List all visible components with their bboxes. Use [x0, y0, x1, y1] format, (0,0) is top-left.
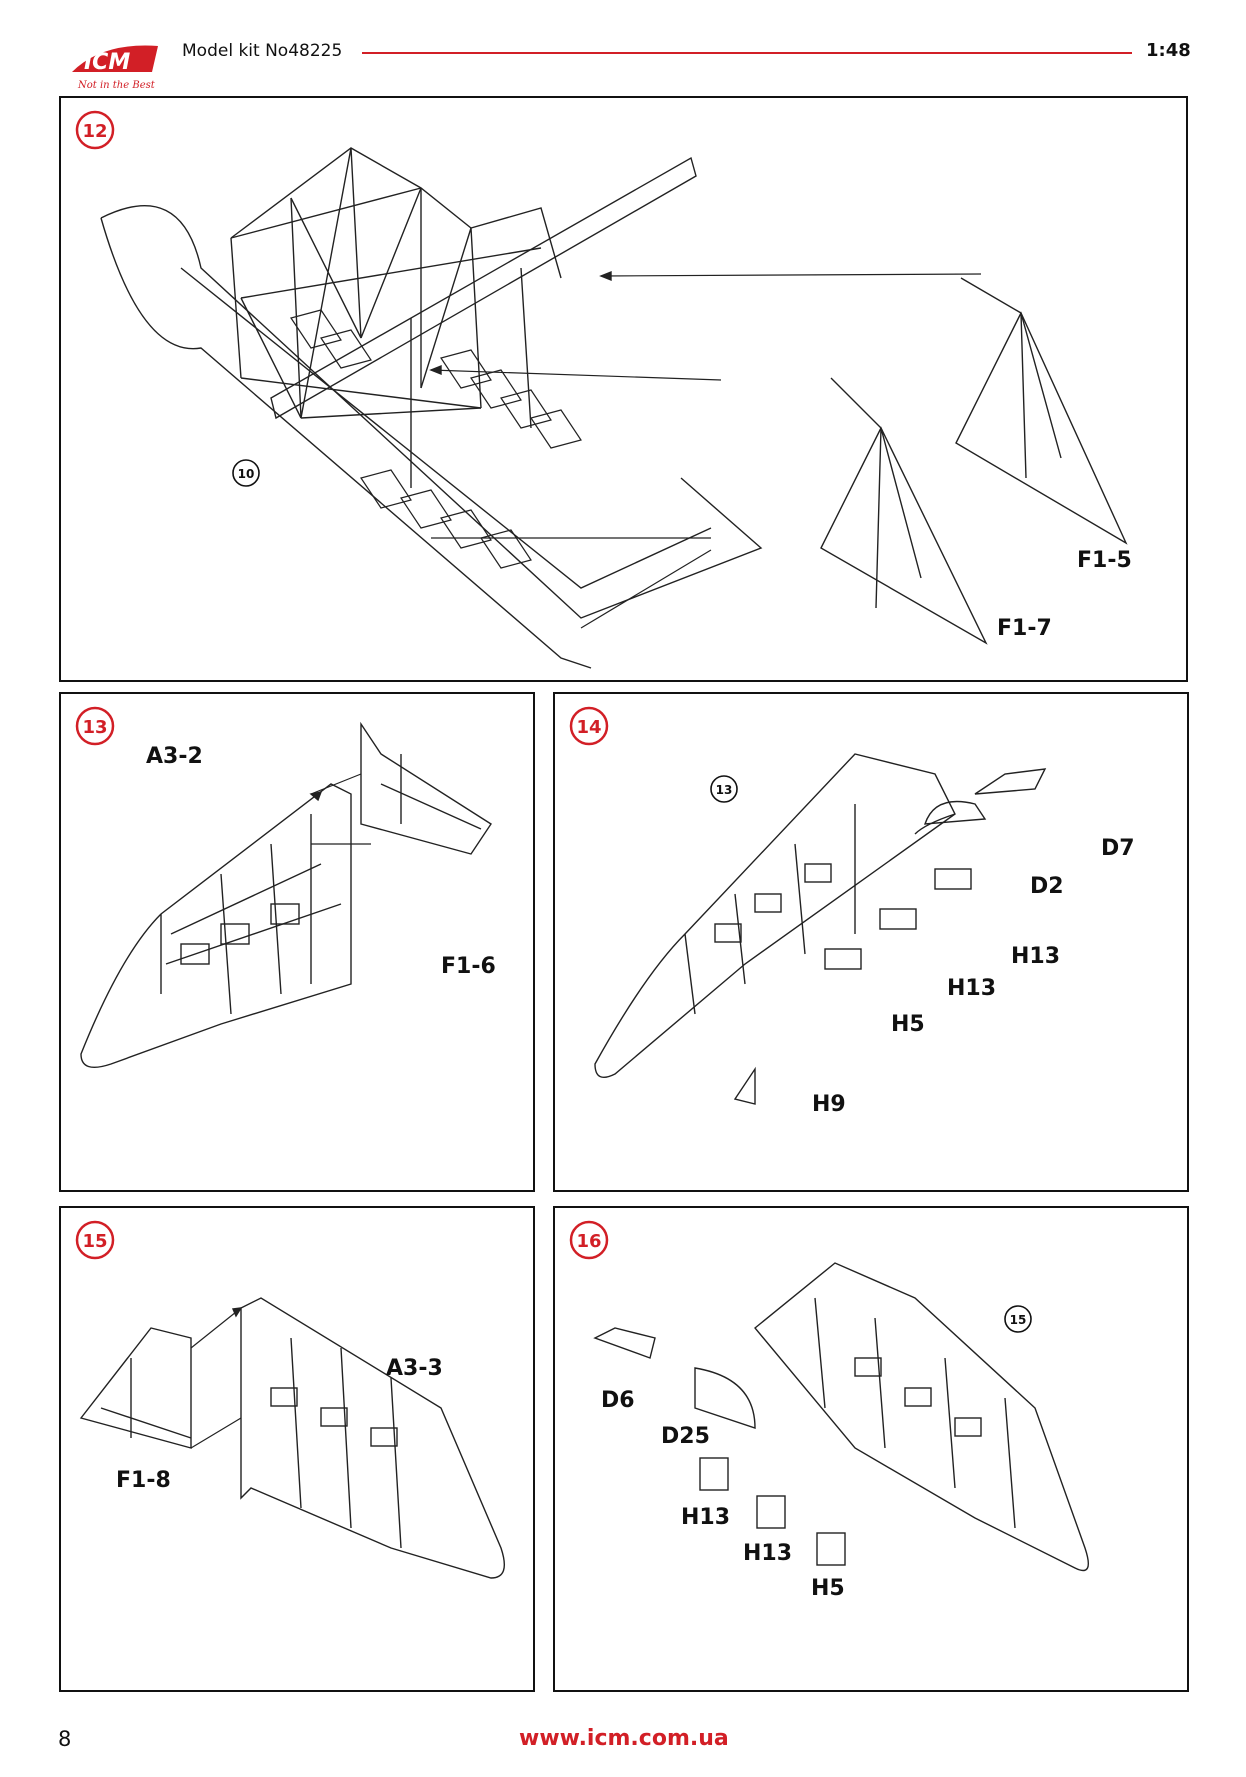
part-label: D2: [1030, 874, 1064, 899]
scale-label: 1:48: [1146, 40, 1191, 61]
part-label: H13: [681, 1505, 731, 1530]
svg-text:Not in the Best: Not in the Best: [77, 80, 156, 91]
subassembly-ref-badge: 13: [710, 775, 738, 803]
step-badge: 16: [569, 1220, 609, 1260]
step-13-panel: 13 A3-2 F1-6: [59, 692, 535, 1192]
step-15-panel: 15 A3-3 F1-8: [59, 1206, 535, 1692]
step-16-panel: 16 15 D6 D25 H13 H13 H5: [553, 1206, 1189, 1692]
part-label: H5: [811, 1576, 845, 1601]
kit-title: Model kit No48225: [182, 41, 343, 61]
fuselage-side-windows-drawing: [594, 753, 1047, 1105]
part-label: A3-2: [146, 744, 203, 769]
svg-text:14: 14: [576, 717, 601, 738]
part-label: H5: [891, 1012, 925, 1037]
step-14-panel: 14 13 D7 D2 H13 H13 H5 H9: [553, 692, 1189, 1192]
part-label: D25: [661, 1424, 710, 1449]
svg-text:15: 15: [82, 1231, 107, 1252]
website-link[interactable]: www.icm.com.ua: [519, 1726, 729, 1751]
svg-text:13: 13: [716, 783, 733, 797]
part-label: A3-3: [386, 1356, 443, 1381]
part-label: D6: [601, 1388, 635, 1413]
step-badge: 13: [75, 706, 115, 746]
part-label: D7: [1101, 836, 1135, 861]
svg-text:13: 13: [82, 717, 107, 738]
fuselage-side-final-drawing: [593, 1262, 1089, 1572]
part-label: H13: [947, 976, 997, 1001]
step-badge: 15: [75, 1220, 115, 1260]
step-badge: 12: [75, 110, 115, 150]
part-label: F1-6: [441, 954, 496, 979]
svg-text:10: 10: [238, 467, 255, 481]
subassembly-ref-badge: 10: [232, 459, 260, 487]
part-label: H9: [812, 1092, 846, 1117]
step-12-panel: 12 1: [59, 96, 1188, 682]
step-number: 12: [82, 121, 107, 142]
subassembly-ref-badge: 15: [1004, 1305, 1032, 1333]
part-label: H13: [743, 1541, 793, 1566]
fuselage-frame-drawing: [100, 147, 1128, 669]
page-header: ICM Not in the Best Model kit No48225 1:…: [0, 0, 1246, 100]
svg-text:15: 15: [1010, 1313, 1027, 1327]
part-label: H13: [1011, 944, 1061, 969]
header-rule: [362, 52, 1132, 54]
step-badge: 14: [569, 706, 609, 746]
part-label: F1-5: [1077, 548, 1132, 573]
icm-logo: ICM Not in the Best: [72, 45, 158, 91]
part-label: F1-7: [997, 616, 1052, 641]
svg-text:16: 16: [576, 1231, 601, 1252]
svg-text:ICM: ICM: [84, 50, 130, 75]
part-label: F1-8: [116, 1468, 171, 1493]
fuselage-side-mirror-drawing: [79, 1297, 505, 1579]
fuselage-side-drawing: [80, 721, 492, 1068]
page-number: 8: [58, 1727, 72, 1751]
